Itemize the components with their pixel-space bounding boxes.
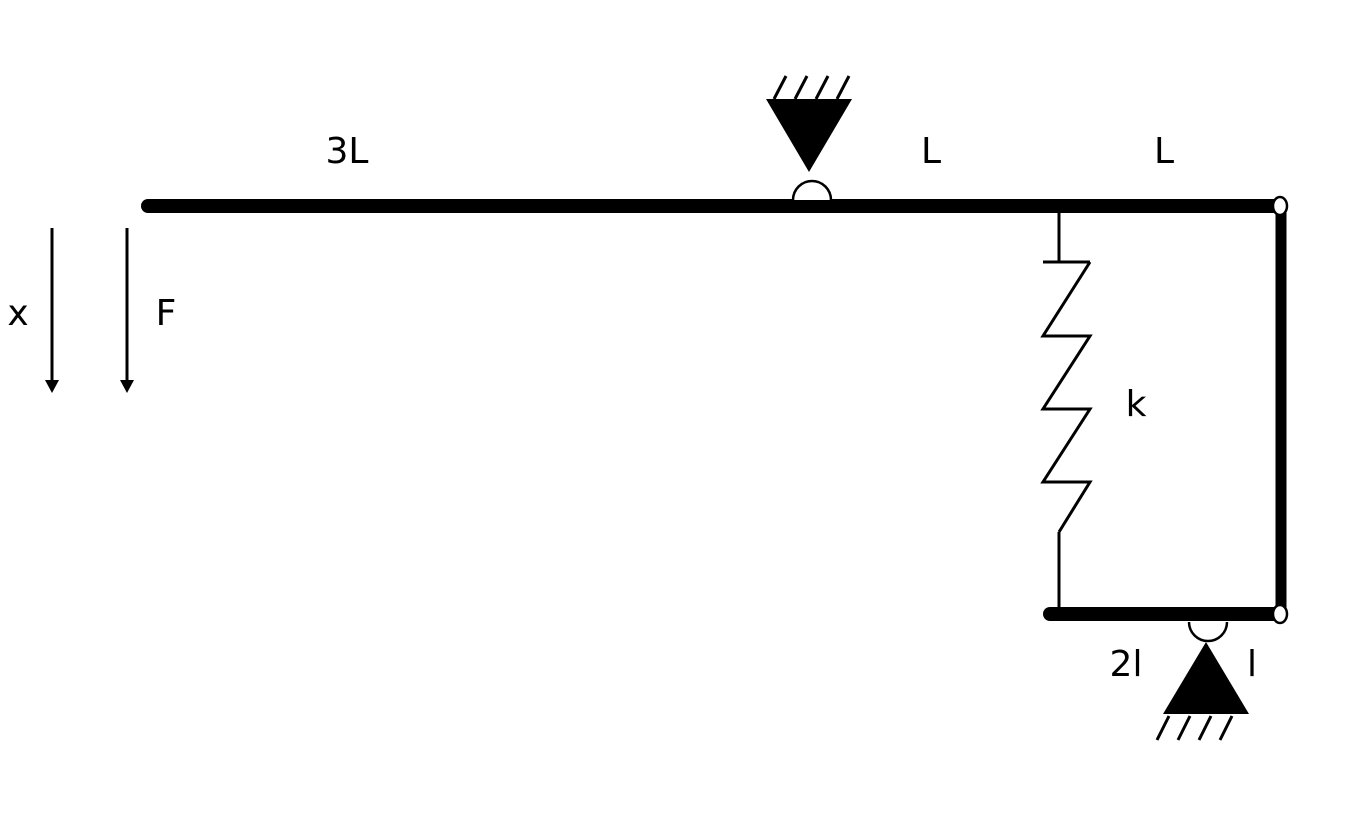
- upper-rod-hinge: [1271, 195, 1289, 217]
- displacement-arrow: [45, 228, 59, 393]
- left-segment-label: 3L: [326, 131, 369, 172]
- middle-segment-label: L: [921, 131, 941, 172]
- right-segment-label: L: [1154, 131, 1174, 172]
- lower-pivot-support: [1155, 621, 1249, 741]
- lower-left-segment-label: 2l: [1110, 644, 1143, 685]
- spring-label: k: [1126, 384, 1147, 425]
- displacement-label: x: [7, 293, 28, 334]
- force-label: F: [156, 293, 177, 334]
- spring: [1040, 212, 1093, 612]
- upper-pivot-support: [766, 75, 852, 201]
- lower-rod-hinge: [1271, 603, 1289, 625]
- force-arrow: [120, 228, 134, 393]
- lower-right-segment-label: l: [1247, 644, 1257, 685]
